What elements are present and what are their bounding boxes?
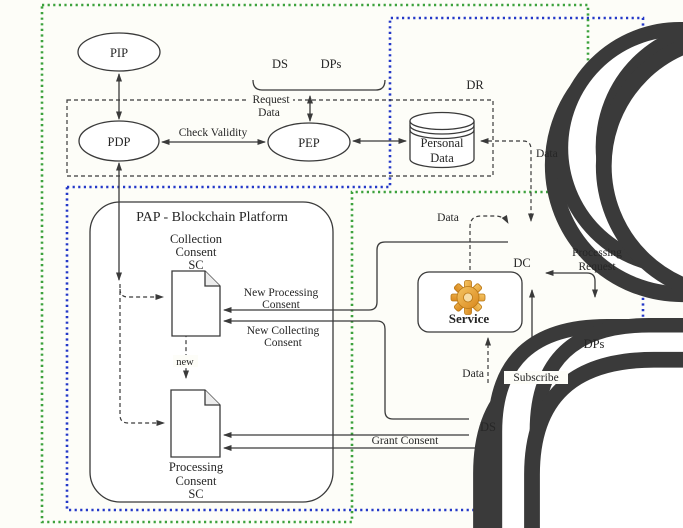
processing-sc-label-2: Consent xyxy=(176,474,218,488)
personal-data-label-2: Data xyxy=(430,151,454,165)
processing-sc-label-3: SC xyxy=(188,487,203,501)
data-personal-label: Data xyxy=(536,148,558,160)
collection-sc-label-3: SC xyxy=(188,258,203,272)
document-icon xyxy=(171,270,221,337)
dps-bottom-label: DPs xyxy=(584,337,605,351)
collection-consent-sc-document xyxy=(171,270,221,337)
dc-label: DC xyxy=(513,256,530,270)
new-collecting-label-2: Consent xyxy=(264,337,303,349)
label-backplate xyxy=(504,371,568,384)
pap-blockchain-platform-box xyxy=(89,201,334,503)
new-sc-label: new xyxy=(176,357,194,368)
data-service-dc-label: Data xyxy=(437,212,459,224)
label-backplate xyxy=(173,355,198,367)
dps-top-label: DPs xyxy=(321,57,342,71)
green-domain-border xyxy=(40,3,590,524)
blue-domain-border xyxy=(65,16,645,512)
document-fold xyxy=(204,271,220,287)
cylinder-top xyxy=(409,111,475,131)
edge-dc-collection-sc-new-processing xyxy=(223,241,508,313)
new-processing-label-1: New Processing xyxy=(244,287,319,299)
service-label: Service xyxy=(449,311,490,326)
collection-sc-label-1: Collection xyxy=(170,232,223,246)
edge-pdp-processing-sc-dashed xyxy=(119,284,165,426)
subscribe-label: Subscribe xyxy=(513,372,558,384)
personal-data-database xyxy=(409,111,475,169)
pdp-ellipse xyxy=(78,120,160,162)
pep-label: PEP xyxy=(298,136,320,150)
collection-sc-label-2: Consent xyxy=(176,245,218,259)
edge-service-dc-data-dashed xyxy=(469,215,509,270)
pip-ellipse xyxy=(77,32,161,72)
edge-dc-dps-processing-request xyxy=(545,270,598,298)
processing-consent-sc-document xyxy=(170,389,221,458)
dr-label: DR xyxy=(466,78,484,92)
pip-label: PIP xyxy=(110,46,128,60)
ds-bottom-label: DS xyxy=(480,420,496,434)
document-fold xyxy=(204,390,220,406)
new-processing-label-2: Consent xyxy=(262,299,301,311)
pap-title: PAP - Blockchain Platform xyxy=(136,210,288,225)
label-backplate xyxy=(248,93,293,105)
request-data-label-1: Request xyxy=(252,94,290,106)
cylinder-rim-2 xyxy=(409,129,475,140)
personal-data-label-1: Personal xyxy=(420,136,464,150)
new-collecting-label-1: New Collecting xyxy=(247,325,320,337)
ds-top-label: DS xyxy=(272,57,288,71)
edge-pdp-collection-sc-dashed xyxy=(119,288,164,300)
grant-consent-label: Grant Consent xyxy=(372,435,440,447)
data-ds-service-label: Data xyxy=(462,368,484,380)
edge-dc-personal-data-dashed xyxy=(480,138,534,222)
actor-group-base-arc xyxy=(252,79,386,91)
processing-sc-label-1: Processing xyxy=(169,460,224,474)
check-validity-label: Check Validity xyxy=(179,127,248,139)
pep-ellipse xyxy=(267,122,351,162)
processing-request-label-1: Processing xyxy=(572,247,622,259)
edge-ds-collection-sc-new-collecting xyxy=(223,318,469,420)
gear-icon xyxy=(450,280,486,315)
document-icon xyxy=(170,389,221,458)
pdp-label: PDP xyxy=(108,135,131,149)
request-data-label-2: Data xyxy=(258,107,280,119)
processing-request-label-2: Request xyxy=(578,261,616,273)
cylinder-rim-1 xyxy=(409,125,475,135)
